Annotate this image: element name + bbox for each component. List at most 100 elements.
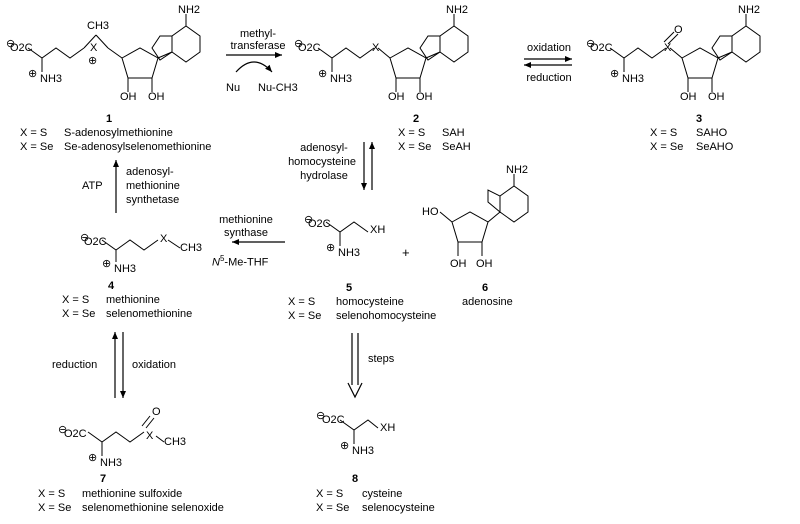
charge-minus-3: ⊖ <box>586 38 596 50</box>
hydrolase-label-2: homocysteine <box>288 156 356 168</box>
c1-row1-x: X = S <box>20 127 48 139</box>
compound-number-3: 3 <box>696 113 703 125</box>
structure-3 <box>609 14 761 92</box>
oxo-3: O <box>674 24 683 36</box>
steps-label: steps <box>368 353 395 365</box>
c8-row2-x: X = Se <box>316 502 350 514</box>
structure-1 <box>27 14 201 92</box>
ammonium-2: NH3 <box>330 73 353 85</box>
structure-7 <box>87 415 165 456</box>
c8-row2-name: selenocysteine <box>362 502 435 514</box>
compound-number-6: 6 <box>482 282 489 294</box>
hydroxyl-6c: OH <box>476 258 493 270</box>
methyl-4: CH3 <box>180 242 203 254</box>
ammonium-4: NH3 <box>114 263 137 275</box>
ammonium-5: NH3 <box>338 247 361 259</box>
charge-plus-4: ⊕ <box>102 258 112 270</box>
hydroxyl-2a: OH <box>388 91 405 103</box>
carboxylate-2: O2C <box>298 42 321 54</box>
cofactor-n: N <box>212 256 220 269</box>
c1-row2-name: Se-adenosylselenomethionine <box>64 141 212 153</box>
compound-number-8: 8 <box>352 473 359 485</box>
oxo-7: O <box>152 406 161 418</box>
hydroxyl-6b: OH <box>450 258 467 270</box>
amino-2: NH2 <box>446 4 469 16</box>
charge-minus-5: ⊖ <box>304 214 314 226</box>
c8-row1-x: X = S <box>316 488 344 500</box>
reaction-arrows <box>112 52 572 399</box>
carboxylate-4: O2C <box>84 236 107 248</box>
c2-row1-name: SAH <box>442 127 465 139</box>
c6-name: adenosine <box>462 296 513 308</box>
amino-1: NH2 <box>178 4 201 16</box>
x-atom-7: X <box>146 430 154 442</box>
charge-plus-sulfonium-1: ⊕ <box>88 55 98 67</box>
compound-number-5: 5 <box>346 282 353 294</box>
c7-row1-name: methionine sulfoxide <box>82 488 183 500</box>
synthetase-label-3: synthetase <box>126 194 180 206</box>
c3-row1-x: X = S <box>650 127 678 139</box>
x-atom-4: X <box>160 233 168 245</box>
charge-plus-7: ⊕ <box>88 452 98 464</box>
c7-row2-name: selenomethionine selenoxide <box>82 502 224 514</box>
charge-plus-3: ⊕ <box>610 68 620 80</box>
c5-row2-name: selenohomocysteine <box>336 310 437 322</box>
charge-plus-1: ⊕ <box>28 68 38 80</box>
hydroxyl-1a: OH <box>120 91 137 103</box>
amino-6: NH2 <box>506 164 529 176</box>
c2-row1-x: X = S <box>398 127 426 139</box>
x-atom-1: X <box>90 42 98 54</box>
synthetase-label-1: adenosyl- <box>126 166 174 178</box>
c3-row2-x: X = Se <box>650 141 684 153</box>
hydrolase-label-3: hydrolase <box>300 170 348 182</box>
c4-row1-x: X = S <box>62 294 90 306</box>
synthetase-label-2: methionine <box>126 180 180 192</box>
hydroxyl-3b: OH <box>708 91 725 103</box>
ammonium-8: NH3 <box>352 445 375 457</box>
carboxylate-5: O2C <box>308 218 331 230</box>
c1-row1-name: S-adenosylmethionine <box>64 127 173 139</box>
charge-plus-5: ⊕ <box>326 242 336 254</box>
ammonium-3: NH3 <box>622 73 645 85</box>
oxidation-label-23: oxidation <box>526 42 572 54</box>
hydroxyl-6a: HO <box>422 206 439 218</box>
x-atom-2: X <box>372 42 380 54</box>
reduction-label-74: reduction <box>52 359 98 371</box>
compound-number-1: 1 <box>106 113 113 125</box>
cofactor-rest: -Me-THF <box>224 256 269 269</box>
c5-row2-x: X = Se <box>288 310 322 322</box>
nu-label: Nu <box>226 82 241 94</box>
charge-minus-7: ⊖ <box>58 424 68 436</box>
ammonium-1: NH3 <box>40 73 63 85</box>
structure-2 <box>317 14 469 92</box>
plus-sign: + <box>402 245 410 260</box>
hydroxyl-1b: OH <box>148 91 165 103</box>
compound-number-2: 2 <box>413 113 420 125</box>
methyl-7: CH3 <box>164 436 187 448</box>
structure-6 <box>439 174 529 256</box>
c5-row1-x: X = S <box>288 296 316 308</box>
charge-minus-8: ⊖ <box>316 410 326 422</box>
reduction-label-32: reduction <box>526 72 572 84</box>
c4-row1-name: methionine <box>106 294 160 306</box>
charge-plus-2: ⊕ <box>318 68 328 80</box>
thiol-8: XH <box>380 422 396 434</box>
methyl-1: CH3 <box>87 20 110 32</box>
thiol-5: XH <box>370 224 386 236</box>
carboxylate-7: O2C <box>64 428 87 440</box>
synthase-label-2: synthase <box>223 227 269 239</box>
c8-row1-name: cysteine <box>362 488 403 500</box>
compound-number-4: 4 <box>108 280 115 292</box>
c4-row2-name: selenomethionine <box>106 308 193 320</box>
c1-row2-x: X = Se <box>20 141 54 153</box>
c3-row2-name: SeAHO <box>696 141 734 153</box>
charge-minus-2: ⊖ <box>294 38 304 50</box>
c7-row1-x: X = S <box>38 488 66 500</box>
carboxylate-1: O2C <box>10 42 33 54</box>
hydrolase-label-1: adenosyl- <box>300 142 348 154</box>
mt-label-1: methyl- <box>239 28 277 40</box>
steps-arrow-head <box>347 382 363 399</box>
nu-curved-arrow <box>235 61 273 73</box>
